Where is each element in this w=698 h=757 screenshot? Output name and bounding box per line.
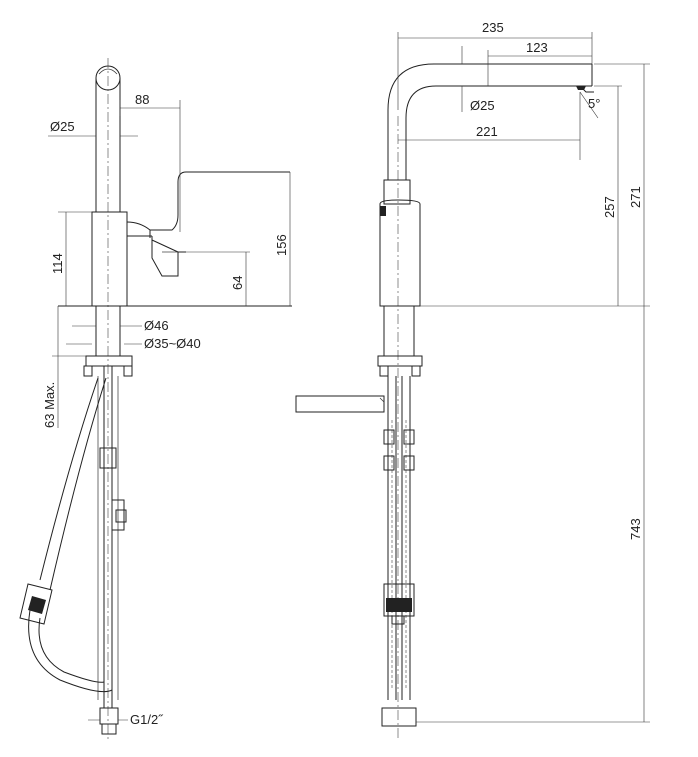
dim-221-label: 221 <box>476 124 498 139</box>
dim-63max-label: 63 Max. <box>42 382 57 428</box>
dim-743-label: 743 <box>628 518 643 540</box>
front-lever <box>295 395 385 413</box>
dim-123-label: 123 <box>526 40 548 55</box>
dim-d46-label: Ø46 <box>144 318 169 333</box>
mixer-body <box>91 211 128 307</box>
spout-arc <box>387 63 592 180</box>
dim-114-label: 114 <box>50 253 65 274</box>
pull-out-hose <box>28 377 113 693</box>
thread-label: G1/2˝ <box>130 712 164 727</box>
front-body <box>379 199 421 307</box>
dim-257-label: 257 <box>602 196 617 218</box>
dim-d35-label: Ø35~Ø40 <box>144 336 201 351</box>
side-view: 88 Ø25 114 156 64 Ø46 Ø35~Ø40 63 Max. G1… <box>19 58 292 740</box>
hose-weight <box>19 583 53 625</box>
lever <box>126 171 290 277</box>
dim-angle-label: 5° <box>588 96 600 111</box>
dim-271-label: 271 <box>628 186 643 208</box>
front-view: 235 123 Ø25 5° 221 257 271 743 <box>295 20 650 740</box>
mount-plate <box>85 355 133 367</box>
base-shank <box>95 306 121 356</box>
front-weight <box>383 583 415 617</box>
dim-d25-label: Ø25 <box>50 119 75 134</box>
dim-156-label: 156 <box>274 234 289 256</box>
dim-front-d25-label: Ø25 <box>470 98 495 113</box>
dim-88-label: 88 <box>135 92 149 107</box>
connector-nut <box>99 707 119 725</box>
dim-235-label: 235 <box>482 20 504 35</box>
dim-64-label: 64 <box>230 276 245 290</box>
